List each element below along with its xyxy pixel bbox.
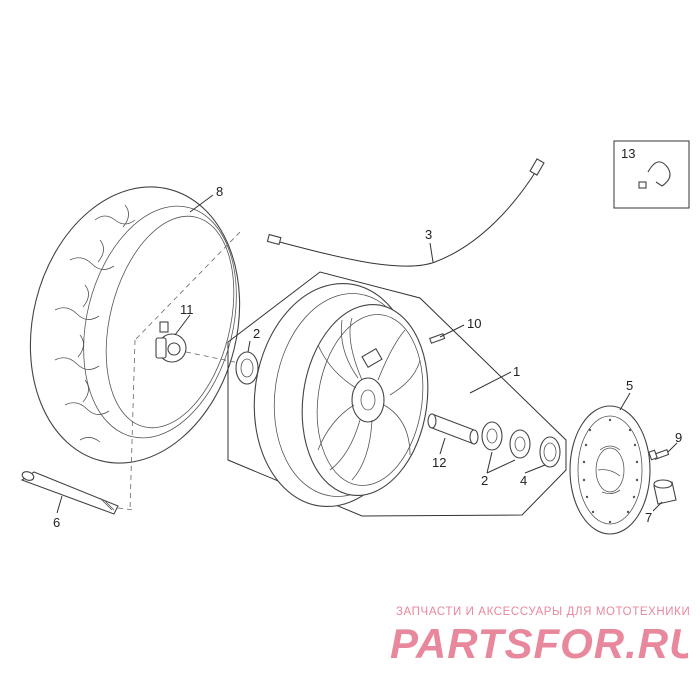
bearing-right-2 — [509, 429, 531, 459]
speedometer-cable — [266, 158, 545, 267]
callout-11: 11 — [180, 302, 194, 317]
watermark-logo: PARTSFOR.RU — [390, 620, 688, 666]
spacer-tube — [427, 413, 479, 445]
callout-2-left: 2 — [253, 326, 260, 341]
callout-2-right: 2 — [481, 473, 488, 488]
bearing-left — [235, 351, 259, 385]
watermark-subtitle: ЗАПЧАСТИ И АКСЕССУАРЫ ДЛЯ МОТОТЕХНИКИ — [396, 606, 691, 618]
bearing-right-1 — [481, 421, 503, 451]
spacer-bush — [653, 479, 677, 505]
wheel-axle — [20, 471, 119, 515]
speedometer-drive — [155, 321, 187, 363]
svg-text:PARTSFOR.RU: PARTSFOR.RU — [390, 620, 688, 666]
callout-5: 5 — [626, 378, 633, 393]
brake-disc — [569, 405, 651, 535]
callout-9: 9 — [675, 430, 682, 445]
callout-13: 13 — [621, 146, 635, 161]
callout-10: 10 — [467, 316, 481, 331]
callout-7: 7 — [645, 510, 652, 525]
tyre — [29, 186, 241, 464]
oil-seal — [539, 436, 561, 468]
wheel-rim — [253, 282, 429, 508]
disc-bolt — [648, 449, 670, 461]
valve-cap — [429, 333, 446, 344]
callout-12: 12 — [432, 455, 446, 470]
callout-8: 8 — [216, 184, 223, 199]
callout-4: 4 — [520, 473, 527, 488]
callout-1: 1 — [513, 364, 520, 379]
rim-assembly-outline — [227, 271, 567, 517]
hose-clamp-inset — [613, 140, 690, 209]
callout-6: 6 — [53, 515, 60, 530]
callout-3: 3 — [425, 227, 432, 242]
leader-lines — [56, 194, 678, 514]
